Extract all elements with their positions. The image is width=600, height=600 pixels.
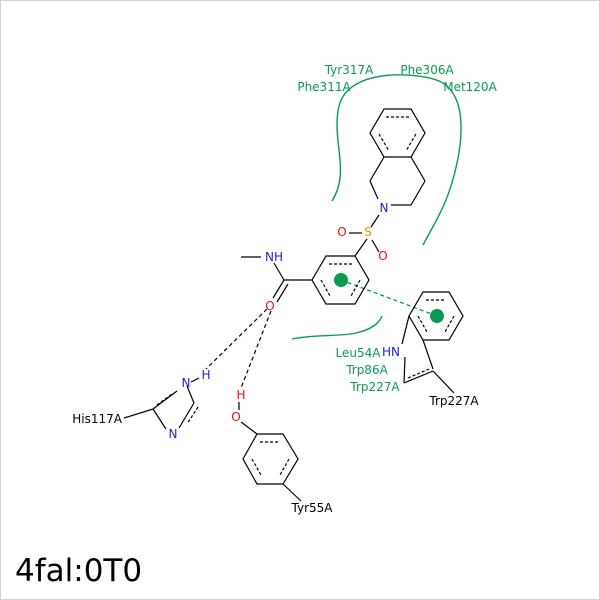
ligand-benzene-ring-top [369, 108, 426, 158]
atom-n-his-2: N [169, 427, 178, 441]
residue-label-trp227a-pocket: Trp227A [349, 380, 400, 394]
residue-label-his117a: His117A [72, 412, 123, 426]
trp-indole [401, 291, 464, 394]
ring-centroid-ligand [334, 273, 348, 287]
hydrophobic-contacts [291, 74, 462, 340]
his-imidazole [123, 377, 200, 430]
atom-o-tyr: O [231, 410, 240, 424]
pocket-residue-labels: Tyr317A Phe306A Phe311A Met120A Leu54A T… [297, 63, 497, 394]
pi-stacking-line [340, 279, 438, 317]
ring-centroid-trp [430, 309, 444, 323]
residue-label-leu54a: Leu54A [336, 346, 382, 360]
residue-label-met120a: Met120A [443, 80, 497, 94]
atom-s: S [364, 225, 372, 239]
atom-hn-trp: HN [382, 345, 400, 359]
residue-labels: Trp227A His117A Tyr55A [72, 394, 479, 515]
residue-label-trp86a: Trp86A [345, 363, 388, 377]
atom-o-amide: O [265, 299, 274, 313]
hydrophobic-arc-bottom [291, 315, 383, 340]
atom-o-sulfonyl-2: O [378, 249, 387, 263]
atom-n-his-1: N [182, 376, 191, 390]
hydrophobic-arc-top [331, 74, 462, 246]
hydrogen-bonds [205, 308, 272, 389]
hbond-amide-o-tyr [240, 310, 272, 389]
atom-h-tyr: H [236, 388, 245, 402]
residue-label-phe306a: Phe306A [400, 63, 454, 77]
pi-stacking [334, 273, 444, 323]
complex-id-label: 4fal:0T0 [15, 553, 143, 589]
residue-label-trp227a: Trp227A [428, 394, 479, 408]
atom-labels: N S O O NH O HN N H N H O [169, 201, 400, 441]
atom-n-sulfonamide: N [380, 201, 389, 215]
hbond-amide-o-his [205, 308, 268, 370]
residue-label-phe311a: Phe311A [297, 80, 351, 94]
atom-h-his: H [201, 368, 210, 382]
ligand-structure [241, 108, 426, 305]
atom-o-sulfonyl-1: O [337, 225, 346, 239]
residue-label-tyr55a: Tyr55A [291, 501, 334, 515]
tyr-phenol [238, 402, 302, 502]
residue-label-tyr317a: Tyr317A [324, 63, 374, 77]
atom-nh-amide: NH [265, 250, 283, 264]
